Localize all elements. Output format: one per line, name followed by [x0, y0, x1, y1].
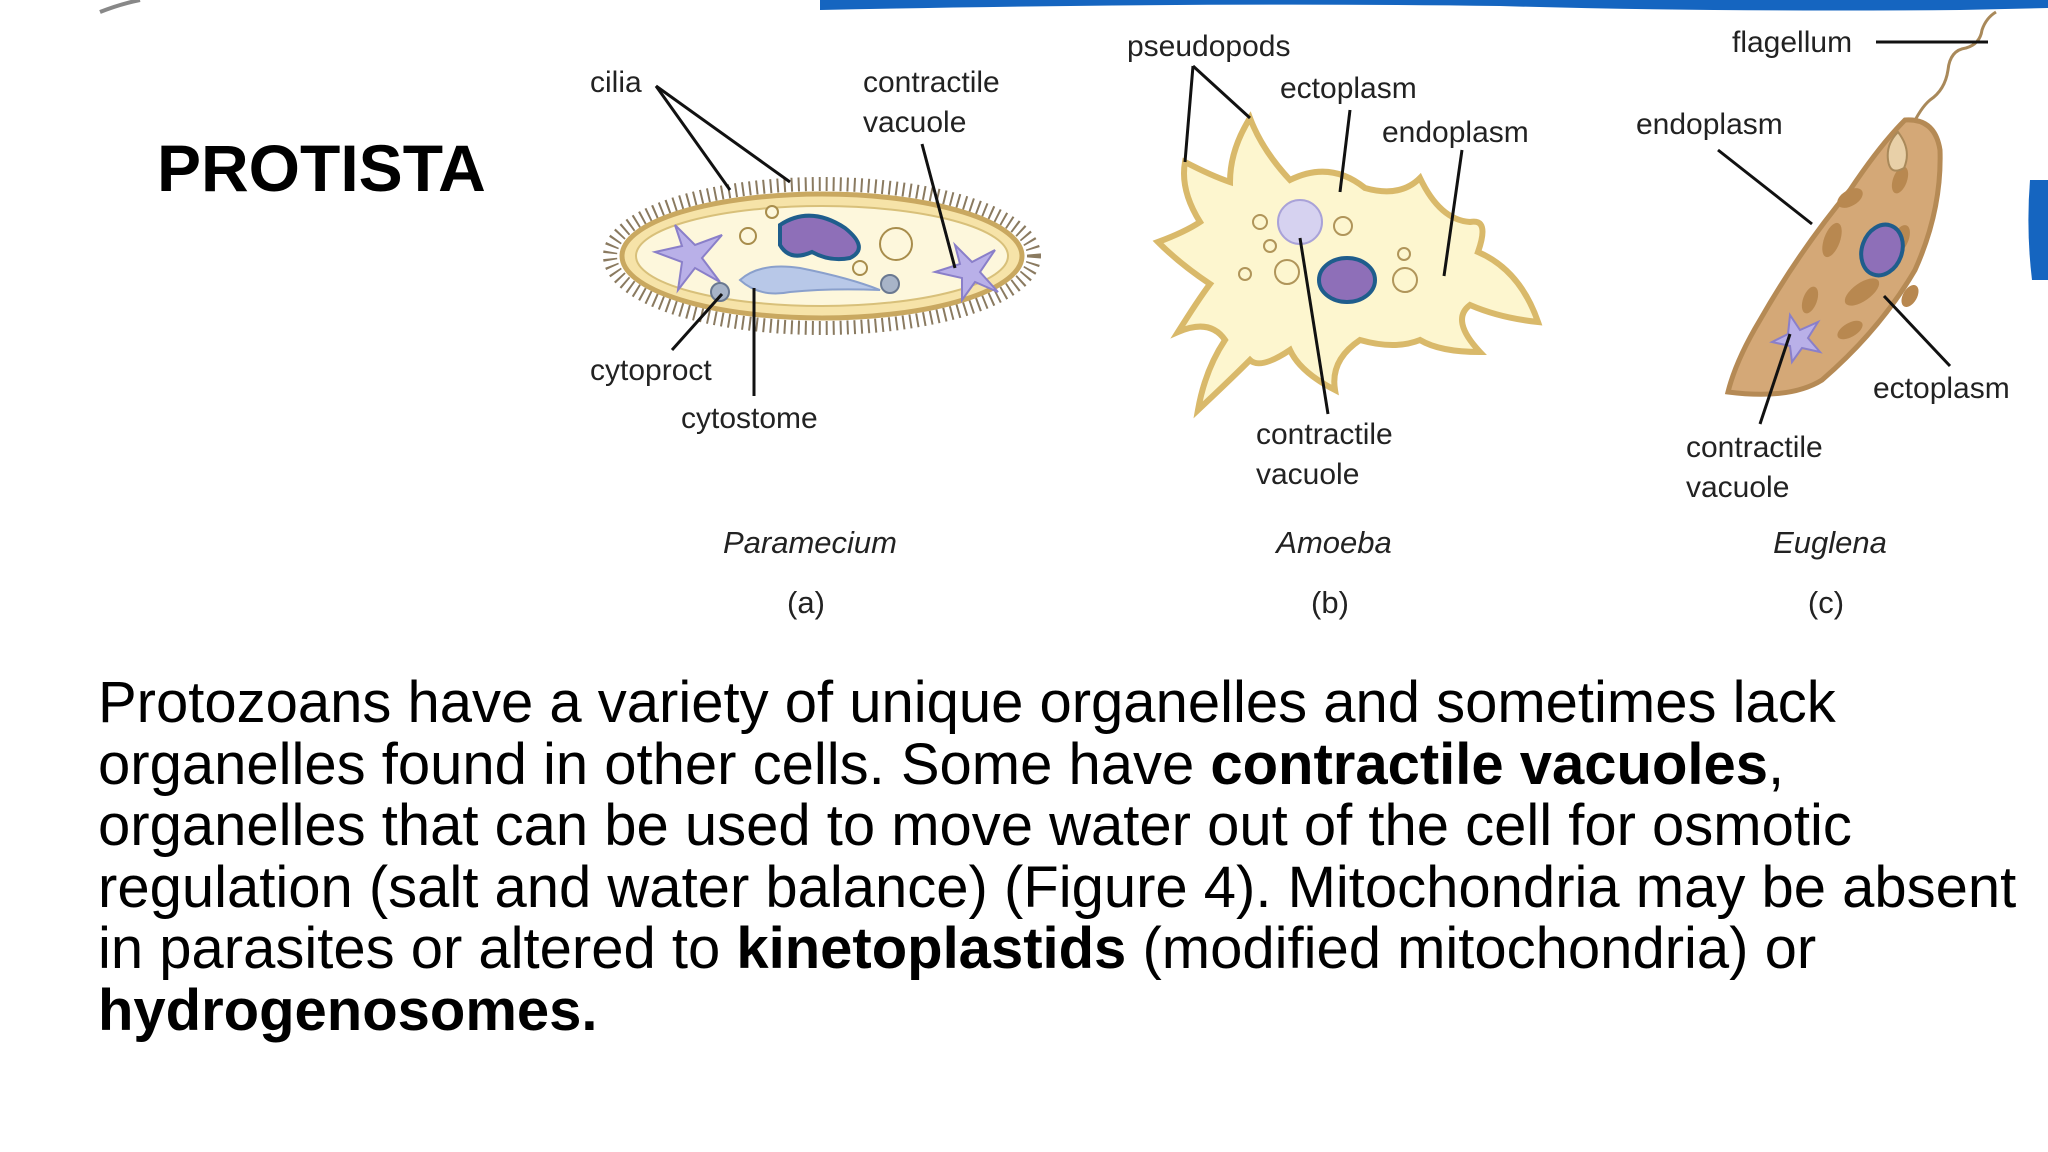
- amoeba-vacuole-5: [1263, 239, 1277, 253]
- euglena-chloroplast-8: [1901, 285, 1919, 307]
- term-hydrogenosomes: hydrogenosomes.: [98, 977, 598, 1043]
- amoeba-vacuole-7: [1238, 267, 1252, 281]
- paramecium-diagram: cilia contractile vacuole cytoproct cyto…: [590, 66, 1041, 620]
- euglena-chloroplast-7: [1837, 320, 1863, 340]
- euglena-diagram: flagellum endoplasm ectoplasm contractil…: [1636, 10, 2010, 620]
- gray-stroke-decoration: [99, 0, 141, 14]
- paramecium-food-vacuole-1: [879, 227, 913, 261]
- cilia-leader-1: [654, 85, 732, 191]
- euglena-reservoir: [1886, 130, 1908, 172]
- label-contractile-vacuole-b-2: vacuole: [1256, 458, 1359, 491]
- pseudopods-leader-1: [1183, 65, 1195, 163]
- cilia-leader-2: [655, 84, 791, 184]
- amoeba-diagram: pseudopods ectoplasm endoplasm contracti…: [1127, 30, 1543, 620]
- label-pseudopods: pseudopods: [1127, 30, 1290, 63]
- amoeba-contractile-vacuole: [1277, 199, 1323, 245]
- letter-b: (b): [1311, 585, 1349, 620]
- paramecium-cilia-fringe: [603, 177, 1041, 335]
- amoeba-vacuole-6: [1397, 247, 1411, 261]
- euglena-body: [1724, 117, 1943, 397]
- euglena-chloroplast-1: [1837, 188, 1863, 208]
- euglena-chloroplast-6: [1801, 286, 1819, 314]
- label-contractile-vacuole-a-2: vacuole: [863, 106, 966, 139]
- body-text-segment: Protozoans have a variety of unique orga…: [98, 670, 1836, 797]
- label-endoplasm-b: endoplasm: [1382, 116, 1529, 149]
- paramecium-food-vacuole-2: [739, 227, 757, 245]
- label-contractile-vacuole-c-2: vacuole: [1686, 471, 1789, 504]
- contractile-vacuole-leader-b: [1298, 237, 1330, 415]
- right-edge-decoration: [2028, 180, 2048, 280]
- label-contractile-vacuole-b-1: contractile: [1256, 418, 1393, 451]
- amoeba-nucleus: [1317, 256, 1377, 304]
- label-endoplasm-c: endoplasm: [1636, 108, 1783, 141]
- label-flagellum: flagellum: [1732, 26, 1852, 59]
- paramecium-cytoproct-vacuole: [710, 282, 730, 302]
- body-text-segment: (modified mitochondria) or: [1126, 916, 1817, 981]
- ectoplasm-leader-c: [1882, 294, 1952, 368]
- paramecium-macronucleus: [778, 213, 861, 262]
- euglena-chloroplast-2: [1822, 222, 1842, 258]
- label-cytoproct: cytoproct: [590, 354, 712, 387]
- contractile-vacuole-leader-c: [1758, 333, 1792, 425]
- body-paragraph: Protozoans have a variety of unique orga…: [98, 672, 2028, 1041]
- pseudopods-leader-2: [1191, 64, 1252, 120]
- protozoa-figure: cilia contractile vacuole cytoproct cyto…: [590, 10, 2010, 620]
- label-contractile-vacuole-a-1: contractile: [863, 66, 1000, 99]
- term-contractile-vacuoles: contractile vacuoles: [1210, 731, 1769, 797]
- endoplasm-leader-b: [1442, 149, 1464, 277]
- letter-c: (c): [1808, 585, 1844, 620]
- euglena-chloroplast-3: [1844, 278, 1880, 306]
- amoeba-vacuole-1: [1274, 259, 1300, 285]
- body-text-segment: , organelles that can be used to move wa…: [98, 731, 2017, 981]
- amoeba-vacuole-4: [1252, 214, 1268, 230]
- euglena-contractile-vacuole: [1769, 312, 1823, 365]
- slide-title: PROTISTA: [157, 131, 486, 205]
- contractile-vacuole-leader-a: [920, 143, 957, 269]
- euglena-chloroplast-5: [1891, 166, 1909, 194]
- paramecium-contractile-vacuole-left: [651, 224, 723, 294]
- euglena-flagellum: [1904, 10, 1997, 141]
- ectoplasm-leader-b: [1338, 109, 1352, 193]
- endoplasm-leader-c: [1717, 148, 1813, 226]
- top-decoration: [99, 0, 2048, 14]
- amoeba-vacuole-3: [1333, 216, 1353, 236]
- paramecium-food-vacuole-3: [765, 205, 779, 219]
- label-ectoplasm-c: ectoplasm: [1873, 372, 2010, 405]
- euglena-nucleus: [1859, 222, 1905, 278]
- label-contractile-vacuole-c-1: contractile: [1686, 431, 1823, 464]
- caption-amoeba: Amoeba: [1274, 525, 1391, 560]
- amoeba-vacuole-2: [1392, 267, 1418, 293]
- caption-paramecium: Paramecium: [723, 525, 897, 560]
- paramecium-small-vacuole: [880, 274, 900, 294]
- label-cilia: cilia: [590, 66, 642, 99]
- cytoproct-leader: [670, 293, 724, 351]
- letter-a: (a): [787, 585, 825, 620]
- paramecium-oral-groove: [738, 265, 881, 295]
- caption-euglena: Euglena: [1773, 525, 1887, 560]
- paramecium-food-vacuole-4: [852, 260, 868, 276]
- term-kinetoplastids: kinetoplastids: [736, 916, 1127, 981]
- blue-wave-decoration: [820, 0, 2048, 11]
- paramecium-contractile-vacuole-right: [931, 241, 999, 304]
- label-cytostome: cytostome: [681, 402, 818, 435]
- label-ectoplasm-b: ectoplasm: [1280, 72, 1417, 105]
